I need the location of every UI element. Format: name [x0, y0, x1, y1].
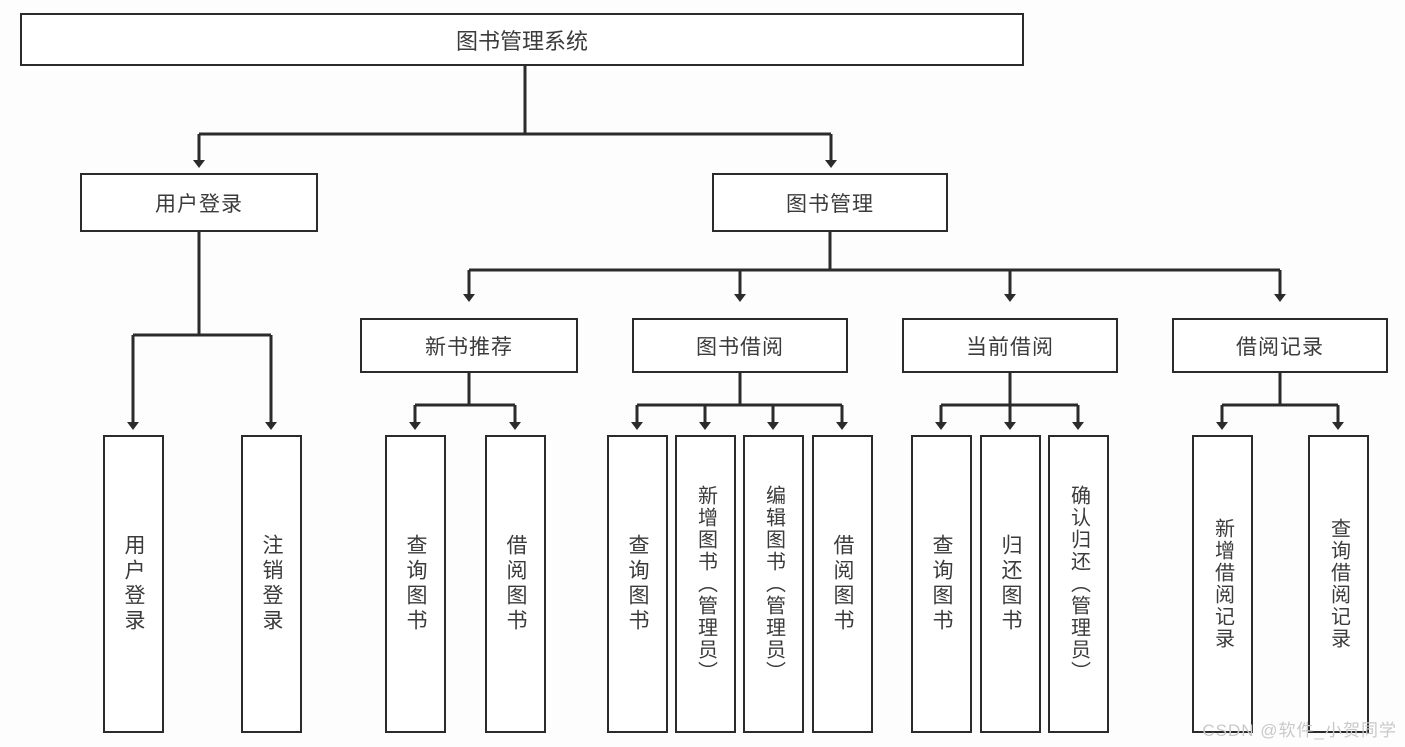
node-current-borrow[interactable]: 当前借阅 — [902, 318, 1118, 373]
leaf-user-logout[interactable]: 注销登录 — [241, 435, 302, 733]
leaf-add-book-admin[interactable]: 新增图书（管理员） — [675, 435, 736, 733]
node-book-borrow[interactable]: 图书借阅 — [632, 318, 848, 373]
leaf-confirm-return-admin[interactable]: 确认归还（管理员） — [1048, 435, 1109, 733]
leaf-borrow-book-newbook[interactable]: 借阅图书 — [485, 435, 546, 733]
node-new-book-recommend[interactable]: 新书推荐 — [360, 318, 578, 373]
node-root[interactable]: 图书管理系统 — [20, 13, 1024, 66]
leaf-query-book-current[interactable]: 查询图书 — [911, 435, 972, 733]
leaf-edit-book-admin[interactable]: 编辑图书（管理员） — [743, 435, 804, 733]
watermark: CSDN @软件_小贺同学 — [1202, 721, 1397, 740]
node-borrow-record[interactable]: 借阅记录 — [1172, 318, 1388, 373]
leaf-borrow-book[interactable]: 借阅图书 — [812, 435, 873, 733]
leaf-add-borrow-record[interactable]: 新增借阅记录 — [1192, 435, 1253, 733]
leaf-query-borrow-record[interactable]: 查询借阅记录 — [1308, 435, 1369, 733]
leaf-user-login[interactable]: 用户登录 — [103, 435, 164, 733]
leaf-return-book[interactable]: 归还图书 — [980, 435, 1041, 733]
node-user-login[interactable]: 用户登录 — [80, 173, 318, 232]
leaf-query-book-newbook[interactable]: 查询图书 — [385, 435, 446, 733]
leaf-query-book-borrow[interactable]: 查询图书 — [607, 435, 668, 733]
node-book-management[interactable]: 图书管理 — [712, 173, 948, 232]
